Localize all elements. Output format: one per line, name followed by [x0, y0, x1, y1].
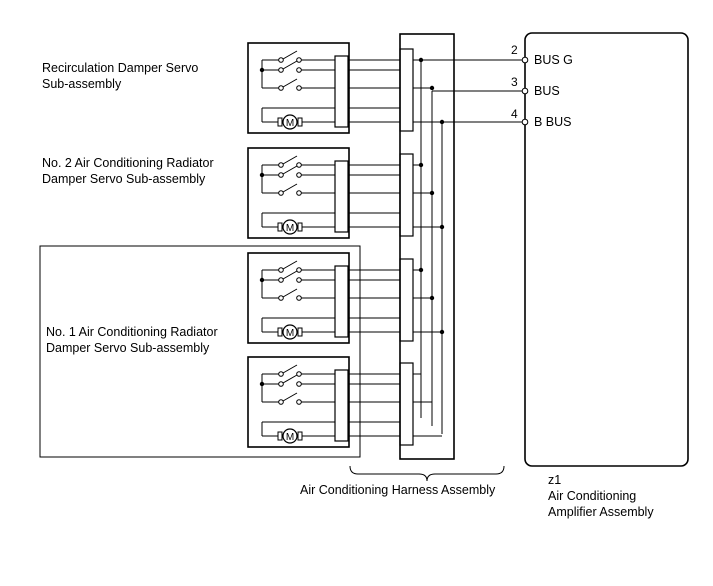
no1-servo-b-switch-left-contact-2 — [278, 399, 284, 405]
no1-servo-a-switch-right-contact-0 — [296, 267, 302, 273]
no1-servo-b-switch-right-contact-0 — [296, 371, 302, 377]
no1-servo-a-tap-junction-bus-g — [418, 267, 424, 273]
no1-servo-a-motor-brush-right — [297, 327, 303, 337]
no1-servo-b-connector — [334, 369, 349, 442]
harness-label: Air Conditioning Harness Assembly — [300, 483, 496, 497]
no1-servo-b-switch-lever-0 — [282, 364, 298, 374]
no1-servo-b-switch-left-contact-1 — [278, 381, 284, 387]
no1-servo-a-switch-right-contact-2 — [296, 295, 302, 301]
recirculation-servo-switch-left-contact-1 — [278, 67, 284, 73]
pin-4-terminal — [521, 118, 529, 126]
no2-servo-tap-junction-bus — [429, 190, 435, 196]
no1-servo-a-switch-lever-2 — [282, 288, 298, 298]
recirculation-servo-tap-junction-b-bus — [439, 119, 445, 125]
recirculation-servo-switch-right-contact-2 — [296, 85, 302, 91]
recirculation-servo-connector — [334, 55, 349, 128]
pin-2-terminal — [521, 56, 529, 64]
harness-brace — [349, 465, 505, 482]
recirculation-servo-tap-junction-bus — [429, 85, 435, 91]
pin-2-name: BUS G — [534, 53, 573, 67]
no1-servo-a-switch-left-contact-1 — [278, 277, 284, 283]
pin-3-terminal — [521, 87, 529, 95]
no1-servo-b-motor-letter: M — [286, 432, 294, 443]
no2-servo-connector — [334, 160, 349, 233]
recirculation-servo-unit: M — [247, 42, 445, 134]
no1-servo-a-switch-right-contact-1 — [296, 277, 302, 283]
no2-servo-motor-brush-left — [277, 222, 283, 232]
no1-servo-a-connector — [334, 265, 349, 338]
no1-servo-a-switch-lever-1 — [282, 270, 298, 280]
recirculation-servo-motor-letter: M — [286, 118, 294, 129]
no2-servo-motor-icon — [282, 219, 298, 235]
no1-servo-a-switch-left-contact-2 — [278, 295, 284, 301]
no1-servo-a-tap-junction-bus — [429, 295, 435, 301]
no1-servo-b-motor-brush-right — [297, 431, 303, 441]
no2-servo-switch-left-contact-0 — [278, 162, 284, 168]
amplifier-code: z1 — [548, 473, 561, 487]
recirculation-servo-switch-lever-2 — [282, 78, 298, 88]
no1-servo-label-2: Damper Servo Sub-assembly — [46, 341, 210, 355]
no1-servo-a-motor-icon — [282, 324, 298, 340]
no2-servo-switch-left-contact-1 — [278, 172, 284, 178]
no2-servo-tap-junction-bus-g — [418, 162, 424, 168]
recirculation-servo-tap-junction-bus-g — [418, 57, 424, 63]
no1-servo-b-motor-brush-left — [277, 431, 283, 441]
recirculation-servo-switch-right-contact-1 — [296, 67, 302, 73]
amplifier-label-1: Air Conditioning — [548, 489, 636, 503]
no2-servo-switch-lever-0 — [282, 155, 298, 165]
no1-servo-b-harness-segment — [399, 362, 414, 446]
no1-servo-a-motor-brush-left — [277, 327, 283, 337]
no2-servo-motor-letter: M — [286, 223, 294, 234]
no2-servo-unit: M — [247, 147, 445, 239]
recirc-servo-label-1: Recirculation Damper Servo — [42, 61, 198, 75]
no1-servo-b-motor-icon — [282, 428, 298, 444]
no1-servo-b-switch-right-contact-2 — [296, 399, 302, 405]
no2-servo-label-1: No. 2 Air Conditioning Radiator — [42, 156, 214, 170]
no2-servo-switch-right-contact-2 — [296, 190, 302, 196]
no1-servo-a-harness-segment — [399, 258, 414, 342]
pin-4-number: 4 — [511, 107, 518, 121]
no1-servo-a-tap-junction-b-bus — [439, 329, 445, 335]
amplifier-label-2: Amplifier Assembly — [548, 505, 654, 519]
no2-servo-switch-right-contact-0 — [296, 162, 302, 168]
no1-servo-a-switch-left-contact-0 — [278, 267, 284, 273]
recirculation-servo-switch-lever-0 — [282, 50, 298, 60]
amplifier-box — [524, 32, 689, 467]
recirculation-servo-motor-brush-left — [277, 117, 283, 127]
no1-servo-b-switch-left-contact-0 — [278, 371, 284, 377]
no2-servo-tap-junction-b-bus — [439, 224, 445, 230]
no2-servo-harness-segment — [399, 153, 414, 237]
recirculation-servo-harness-segment — [399, 48, 414, 132]
no1-servo-a-motor-letter: M — [286, 328, 294, 339]
no1-servo-label-1: No. 1 Air Conditioning Radiator — [46, 325, 218, 339]
no2-servo-label-2: Damper Servo Sub-assembly — [42, 172, 206, 186]
no1-servo-b-switch-right-contact-1 — [296, 381, 302, 387]
recirculation-servo-switch-left-contact-0 — [278, 57, 284, 63]
recirculation-servo-switch-lever-1 — [282, 60, 298, 70]
recirculation-servo-motor-brush-right — [297, 117, 303, 127]
no1-servo-a-switch-lever-0 — [282, 260, 298, 270]
no2-servo-switch-lever-1 — [282, 165, 298, 175]
no2-servo-motor-brush-right — [297, 222, 303, 232]
recirculation-servo-switch-left-contact-2 — [278, 85, 284, 91]
no2-servo-switch-right-contact-1 — [296, 172, 302, 178]
servo-units: M M M M — [247, 42, 445, 448]
pin-3-number: 3 — [511, 75, 518, 89]
recirculation-servo-motor-icon — [282, 114, 298, 130]
no2-servo-switch-lever-2 — [282, 183, 298, 193]
no1-servo-a-unit: M — [247, 252, 445, 344]
recirculation-servo-switch-right-contact-0 — [296, 57, 302, 63]
no1-servo-b-switch-lever-2 — [282, 392, 298, 402]
recirc-servo-label-2: Sub-assembly — [42, 77, 122, 91]
no2-servo-switch-left-contact-2 — [278, 190, 284, 196]
pin-3-name: BUS — [534, 84, 560, 98]
no1-servo-b-unit: M — [247, 356, 442, 448]
pin-2-number: 2 — [511, 43, 518, 57]
harness-connector — [399, 33, 455, 460]
pin-4-name: B BUS — [534, 115, 572, 129]
no1-servo-b-switch-lever-1 — [282, 374, 298, 384]
no1-group-frame — [39, 245, 361, 458]
